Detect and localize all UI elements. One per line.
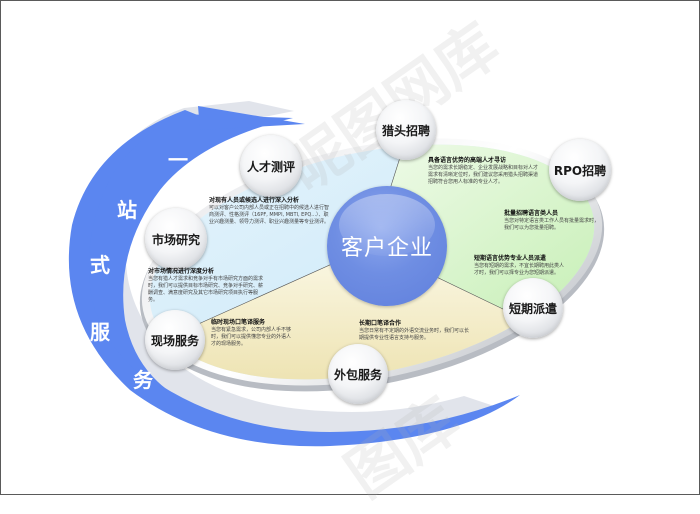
arrow-char-4: 服: [90, 320, 110, 344]
desc-title: 长期口笔译合作: [359, 320, 402, 327]
desc-title: 对市场情况进行深度分析: [148, 268, 215, 275]
desc-body: 当您的需求长期稳定、企业发展战略和目标对人才需求有清晰定位时，我们建议您采用猎头…: [428, 165, 539, 185]
client-enterprise-center[interactable]: 客户企业: [327, 186, 447, 306]
desc-body: 当您有猎人才需求和竞争对手有市场研究方面的需求时，我们可以提供目标市场研究、竞争…: [148, 276, 264, 303]
desc-body: 可以对客户公司内部人员或正在招聘中的候选人进行智商测评、性格测评（16PF, M…: [209, 205, 330, 225]
desc-title: 临时现场口笔译服务: [211, 319, 266, 326]
desc-long-term: 长期口笔译合作 当您日常有不定期的外语交流业务时，我们可以长期提供专业性语言支持…: [359, 320, 471, 342]
desc-onsite-service: 临时现场口笔译服务 当您有紧急需求，公司内部人手不够时，我们可以提供懂您专业的外…: [211, 319, 291, 348]
desc-title: 具备语言优势的高端人才寻访: [428, 157, 507, 164]
arrow-char-5: 务: [133, 368, 153, 392]
desc-body: 当您日常有不定期的外语交流业务时，我们可以长期提供专业性语言支持与服务。: [359, 328, 470, 341]
node-short-term-dispatch[interactable]: 短期派遣: [503, 278, 563, 338]
node-onsite-service[interactable]: 现场服务: [145, 310, 205, 370]
desc-title: 对现有人员或候选人进行深入分析: [209, 197, 300, 204]
desc-talent-assessment: 对现有人员或候选人进行深入分析 可以对客户公司内部人员或正在招聘中的候选人进行智…: [209, 197, 329, 226]
center-label: 客户企业: [340, 236, 433, 261]
node-talent-assessment[interactable]: 人才测评: [240, 135, 302, 197]
desc-batch-recruitment: 批量招聘语言类人员 当您对特定语言类工作人员有批量需求时，我们可以为您批量招聘。: [504, 210, 599, 232]
node-label: 短期派遣: [508, 301, 557, 316]
desc-market-research: 对市场情况进行深度分析 当您有猎人才需求和竞争对手有市场研究方面的需求时，我们可…: [148, 268, 263, 304]
node-label: 外包服务: [333, 367, 382, 382]
desc-title: 批量招聘语言类人员: [504, 210, 559, 217]
desc-headhunting: 具备语言优势的高端人才寻访 当您的需求长期稳定、企业发展战略和目标对人才需求有清…: [428, 157, 538, 186]
node-label: 现场服务: [150, 333, 199, 348]
desc-short-term-dispatch: 短期语言优势专业人员派遣 当您有短期的需求，不宜长期聘用此类人才时，我们可以择专…: [474, 255, 566, 277]
one-stop-arrow: [68, 101, 520, 447]
desc-body: 当您有紧急需求，公司内部人手不够时，我们可以提供懂您专业的外语人才的现场服务。: [211, 327, 292, 347]
node-rpo[interactable]: RPO招聘: [549, 139, 611, 201]
node-outsourcing[interactable]: 外包服务: [328, 344, 388, 404]
desc-title: 短期语言优势专业人员派遣: [474, 255, 547, 262]
node-headhunting[interactable]: 猎头招聘: [376, 100, 436, 160]
desc-body: 当您有短期的需求，不宜长期聘用此类人才时，我们可以择专业为您短期派遣。: [474, 263, 565, 276]
arrow-char-1: 一: [168, 148, 188, 172]
arrow-char-3: 式: [90, 253, 110, 277]
node-label: 猎头招聘: [381, 123, 430, 138]
node-label: RPO招聘: [553, 163, 607, 178]
node-label: 人才测评: [246, 159, 295, 174]
arrow-char-2: 站: [117, 198, 137, 222]
desc-body: 当您对特定语言类工作人员有批量需求时，我们可以为您批量招聘。: [504, 218, 600, 231]
node-label: 市场研究: [151, 232, 200, 247]
node-market-research[interactable]: 市场研究: [145, 208, 207, 270]
